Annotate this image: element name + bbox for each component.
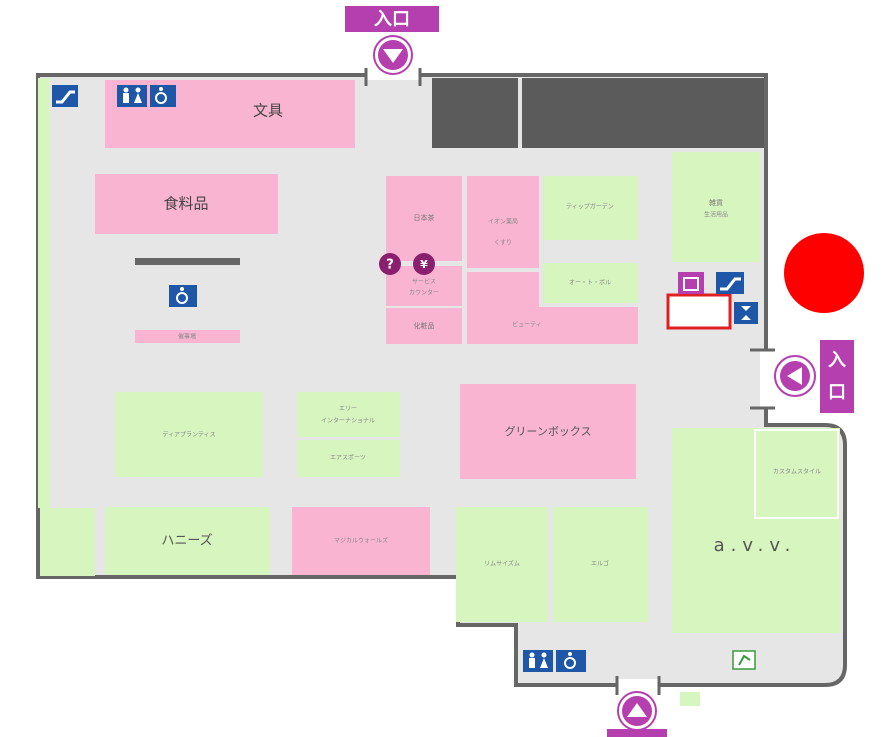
store-lm-style-label: リムサイズム (484, 560, 520, 568)
atm-icon[interactable]: ¥ (413, 253, 435, 275)
top-entrance-banner: 入口 (345, 6, 439, 32)
right-entrance-banner: 入 口 (820, 340, 854, 413)
store-elgo[interactable] (553, 507, 648, 622)
entrance-arrow-icon[interactable] (774, 355, 816, 397)
store-custom-style-label: カスタムスタイル (773, 468, 821, 476)
store-green-box-label: グリーンボックス (504, 424, 591, 438)
wheelchair-icon (150, 85, 176, 107)
store-avv-label: a.v.v. (714, 535, 797, 556)
store-japanese-tea-label: 日本茶 (414, 213, 435, 222)
store-elgo-label: エルゴ (591, 560, 609, 568)
emergency-exit-icon (680, 692, 700, 706)
bottom-entrance-gap (617, 679, 659, 691)
store-international-label-1: エリー (339, 406, 357, 413)
store-lm-style[interactable] (456, 507, 548, 622)
store-stationery-label: 文具 (253, 102, 283, 120)
store-beauty-label: ビューティ (512, 321, 542, 329)
store-magical[interactable] (292, 507, 430, 575)
store-beauty[interactable] (467, 272, 539, 344)
highlight-marker-box[interactable] (666, 293, 732, 330)
location-marker[interactable] (784, 233, 864, 313)
store-goods-sub-label: 生活用品 (704, 211, 728, 219)
store-japanese-tea[interactable] (386, 176, 462, 261)
info-icon[interactable]: ? (379, 253, 401, 275)
restroom-icon (117, 85, 147, 107)
store-cosmetics[interactable] (386, 308, 462, 344)
wheelchair-icon (169, 285, 197, 307)
store-dear-plantis[interactable] (115, 392, 263, 477)
service-counter-label-1: サービス (412, 278, 436, 286)
store-custom-style[interactable] (754, 429, 839, 519)
store-goods[interactable] (672, 152, 760, 262)
top-entrance-label: 入口 (374, 9, 410, 30)
emergency-exit-icon (732, 650, 756, 670)
store-tip-garden[interactable] (543, 176, 638, 240)
svg-text:?: ? (386, 258, 394, 273)
entrance-arrow-icon[interactable] (373, 35, 413, 75)
right-entrance-label-1: 入 (828, 350, 846, 371)
store-international[interactable] (297, 392, 400, 437)
bottom-entrance-banner (607, 729, 667, 737)
partition-bar (135, 258, 240, 265)
restroom-icon (523, 650, 553, 672)
store-event-space-label: 催事場 (178, 333, 196, 341)
escalator-icon (52, 85, 78, 107)
store-dear-plantis-label: ディアプランティス (162, 431, 215, 439)
svg-text:¥: ¥ (420, 258, 428, 271)
elevator-icon (734, 302, 758, 324)
store-ion-pharmacy[interactable] (467, 176, 539, 268)
store-otto-label: オー・ト・ボル (569, 279, 611, 287)
escalator-icon (716, 272, 744, 294)
store-green-box[interactable] (460, 384, 636, 479)
store-honeys[interactable] (105, 507, 270, 575)
left-wall-strip (38, 78, 50, 508)
store-otto[interactable] (543, 263, 638, 303)
store-goods-label: 雑貨 (709, 198, 723, 207)
left-bottom-green (40, 508, 95, 576)
store-tip-garden-label: ティップガーデン (566, 203, 614, 211)
wheelchair-icon (556, 650, 586, 672)
store-airs-label: エアスポーツ (330, 454, 366, 462)
right-entrance-gap (760, 350, 772, 408)
right-entrance-label-2: 口 (828, 382, 846, 403)
store-food-label: 食料品 (163, 195, 208, 213)
store-international-label-2: インターナショナル (321, 417, 375, 425)
store-cosmetics-label: 化粧品 (414, 321, 435, 330)
back-area-2 (522, 78, 764, 148)
locker-icon (678, 272, 704, 294)
store-airs[interactable] (297, 440, 400, 477)
store-honeys-label: ハニーズ (161, 533, 212, 549)
entrance-arrow-icon[interactable] (617, 691, 657, 731)
store-beauty-ext (539, 307, 638, 344)
service-counter-label-2: カウンター (409, 289, 439, 297)
back-area-1 (432, 78, 518, 148)
store-magical-label: マジカルウォールズ (334, 537, 388, 545)
store-pharmacy-sub-label: くすり (494, 240, 512, 247)
store-ion-pharmacy-label: イオン薬局 (488, 218, 518, 226)
store-event-space[interactable] (135, 330, 240, 343)
store-food[interactable] (95, 174, 278, 234)
